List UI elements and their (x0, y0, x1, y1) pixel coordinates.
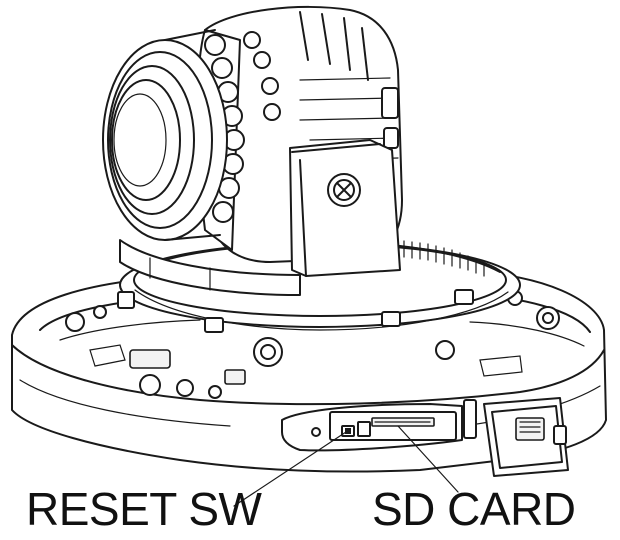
camera-module (102, 5, 403, 296)
sd-card-label: SD CARD (372, 483, 576, 535)
callout-leaders (233, 425, 459, 507)
sd-card-leader-line (397, 425, 459, 493)
sd-card-panel (281, 397, 569, 477)
reset-switch-label: RESET SW (26, 483, 262, 535)
reset-leader-line (233, 431, 347, 507)
